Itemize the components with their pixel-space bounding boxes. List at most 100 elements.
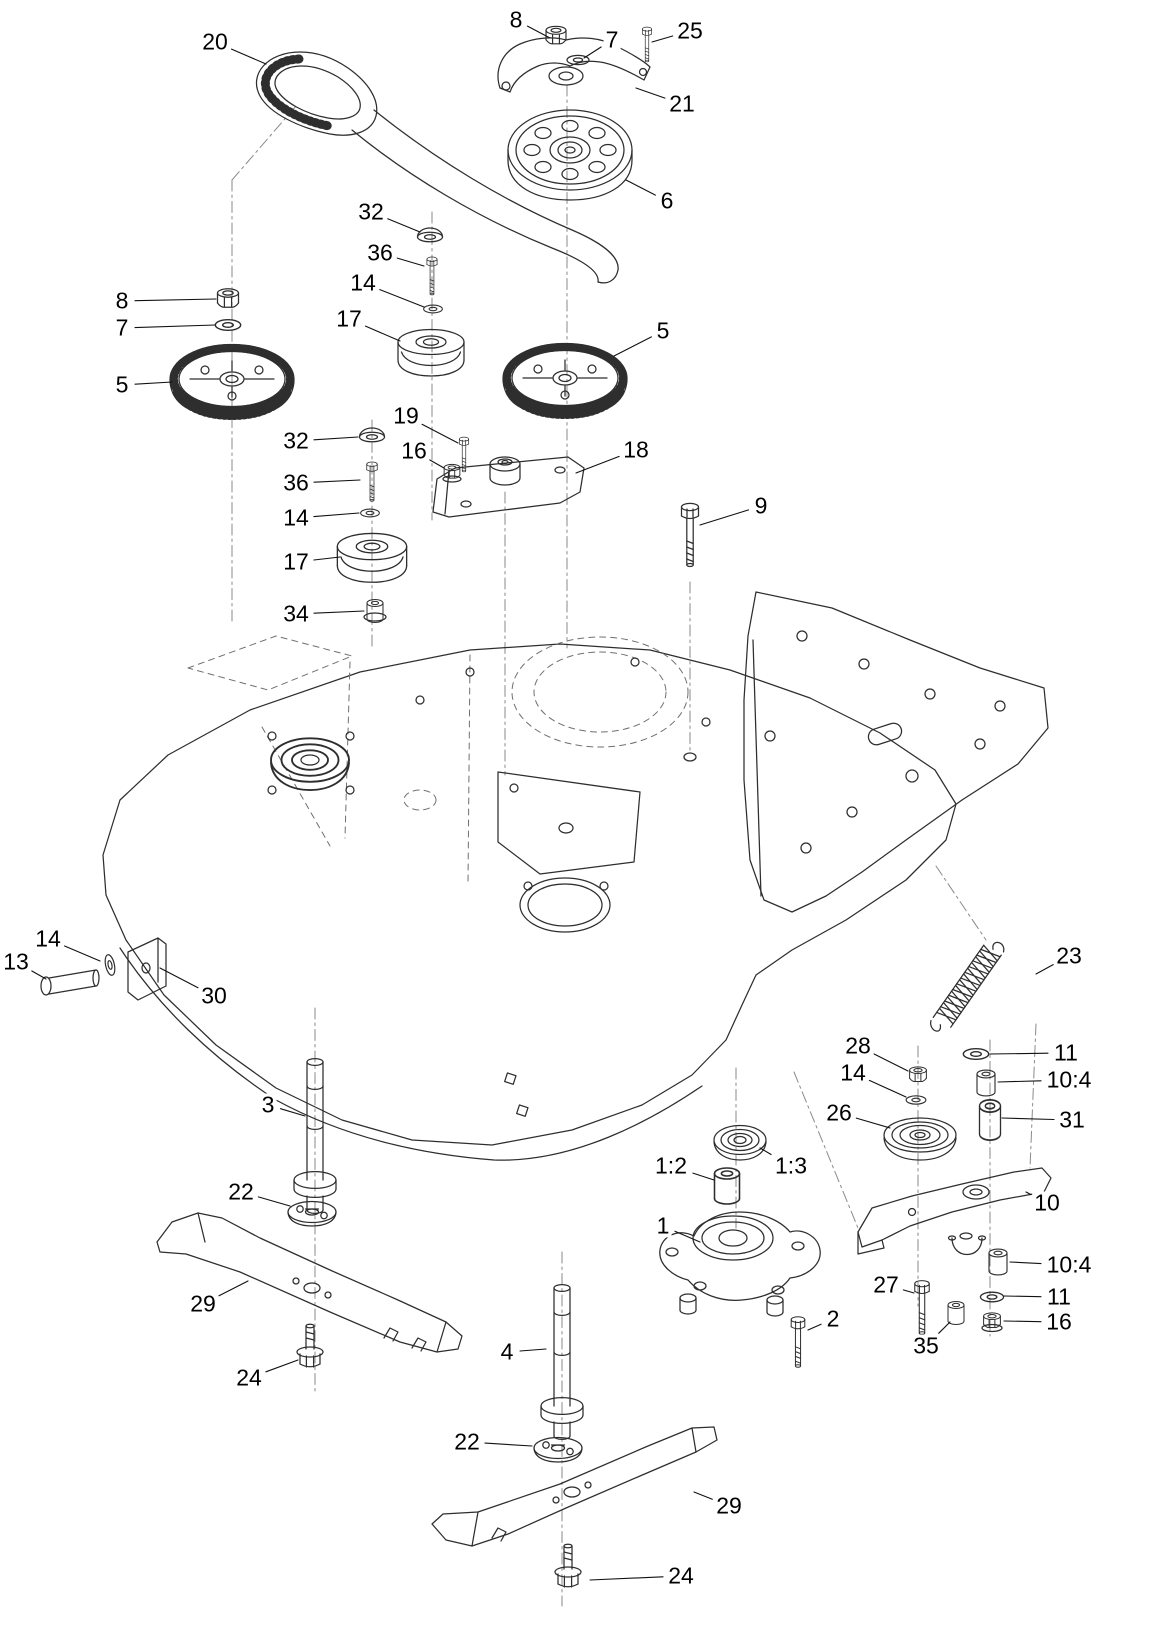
bracket-30-drawing [127, 937, 167, 1001]
callout-3: 3 [259, 1091, 277, 1118]
spacer-34-drawing [366, 598, 384, 624]
flange-nut-16-lower-flange [981, 1323, 1003, 1333]
leader-line-29 [693, 1491, 713, 1500]
leader-line-3 [279, 1108, 306, 1117]
leader-line-7 [583, 46, 602, 59]
callout-8: 8 [507, 6, 525, 33]
callout-7: 7 [603, 26, 621, 53]
callout-1-3: 1:3 [773, 1152, 809, 1179]
callout-10: 10 [1032, 1189, 1062, 1216]
callout-32: 32 [356, 198, 386, 225]
bearing-1-3-drawing [713, 1124, 767, 1161]
carriage-bolt-13-drawing [40, 969, 100, 996]
callout-14: 14 [838, 1059, 868, 1086]
leader-line-24 [265, 1359, 299, 1373]
callout-leader-lines [31, 25, 1055, 1581]
leader-line-11 [1003, 1295, 1042, 1298]
callout-19: 19 [391, 402, 421, 429]
leader-line-27 [902, 1289, 915, 1294]
leader-line-1 [674, 1230, 701, 1243]
callout-2: 2 [824, 1305, 842, 1332]
leader-line-32 [387, 218, 421, 233]
callout-26: 26 [824, 1099, 854, 1126]
callout-24: 24 [666, 1562, 696, 1589]
leader-line-10-4 [997, 1080, 1042, 1083]
leader-line-9 [699, 509, 750, 526]
washer-14-mid-drawing [360, 508, 380, 518]
leader-line-34 [313, 610, 365, 614]
leader-line-7 [134, 324, 216, 329]
leader-line-16 [429, 459, 445, 469]
leader-line-14 [868, 1079, 907, 1098]
leader-line-5 [134, 381, 173, 385]
leader-line-21 [635, 87, 666, 99]
callout-10-4: 10:4 [1044, 1251, 1094, 1278]
callout-24: 24 [234, 1364, 264, 1391]
leader-line-8 [526, 25, 551, 39]
callout-27: 27 [871, 1271, 901, 1298]
leader-line-19 [421, 423, 459, 444]
washer-14-side-drawing [102, 953, 118, 977]
blade-bolt-24-left-drawing [296, 1323, 324, 1368]
idler-pulley-17-top-drawing [397, 328, 465, 377]
bolt-2-drawing [790, 1316, 806, 1368]
callout-28: 28 [843, 1032, 873, 1059]
spacer-10-4-lower-drawing [988, 1248, 1008, 1276]
leader-line-31 [1001, 1117, 1055, 1121]
callout-18: 18 [621, 436, 651, 463]
deck-housing-drawing [102, 591, 1049, 1161]
timing-belt-drawing [255, 51, 619, 284]
leader-line-17 [313, 556, 341, 561]
leader-line-22 [484, 1442, 533, 1447]
leader-line-10-4 [1009, 1261, 1042, 1265]
callout-11: 11 [1052, 1039, 1080, 1066]
callout-5: 5 [654, 317, 672, 344]
callout-16: 16 [399, 437, 429, 464]
spacer-10-4-upper-drawing [976, 1069, 996, 1097]
callout-17: 17 [334, 305, 364, 332]
leader-line-2 [807, 1323, 822, 1331]
engine-pulley-drawing [507, 109, 633, 201]
spindle-housing-1-drawing [659, 1211, 821, 1317]
leader-line-30 [159, 967, 199, 989]
washer-14-right-drawing [905, 1095, 927, 1105]
callout-1-2: 1:2 [653, 1152, 689, 1179]
washer-14-top-drawing [423, 304, 443, 314]
callout-14: 14 [33, 925, 63, 952]
leader-line-17 [364, 325, 401, 342]
leader-line-32 [313, 436, 359, 441]
bolt-9-drawing [680, 502, 700, 568]
tension-spring-drawing [930, 941, 1005, 1032]
blade-29-bottom-drawing [431, 1426, 718, 1547]
idler-pulley-26-drawing [883, 1117, 957, 1161]
callout-10-4: 10:4 [1044, 1066, 1094, 1093]
callout-11: 11 [1045, 1283, 1073, 1310]
bearing-1-3-bore [733, 1135, 747, 1145]
callout-31: 31 [1057, 1106, 1087, 1133]
flange-nut-16-flange [442, 475, 462, 483]
washer-11-lower-drawing [979, 1291, 1005, 1303]
leader-line-18 [575, 455, 620, 474]
cap-32-top-drawing [416, 227, 444, 243]
callout-32: 32 [281, 427, 311, 454]
callout-9: 9 [752, 492, 770, 519]
leader-line-25 [651, 35, 674, 43]
leader-line-22 [257, 1196, 291, 1207]
spacer-34-flange [363, 612, 387, 622]
leader-line-23 [1035, 964, 1054, 975]
deck-bearing-boss [270, 737, 350, 791]
leader-line-14 [64, 945, 101, 962]
timing-pulley-right-drawing [503, 344, 627, 418]
leader-line-14 [313, 512, 360, 518]
leader-line-14 [379, 289, 425, 308]
leader-line-29 [218, 1280, 249, 1297]
callout-8: 8 [113, 287, 131, 314]
leader-line-11 [989, 1052, 1049, 1055]
bolt-27-drawing [914, 1280, 930, 1335]
leader-line-8 [134, 298, 217, 302]
idler-arm-10-drawing [857, 1167, 1052, 1255]
callout-5: 5 [113, 371, 131, 398]
callout-7: 7 [113, 314, 131, 341]
